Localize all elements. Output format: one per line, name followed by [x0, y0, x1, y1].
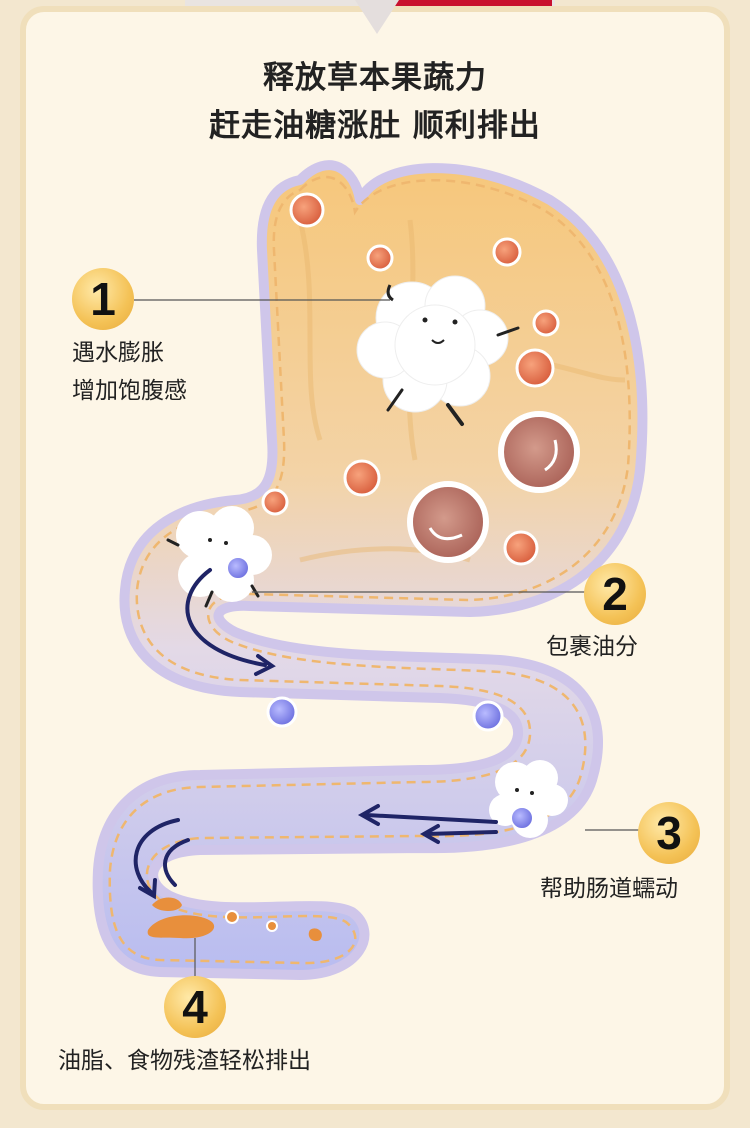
flow-arrows [133, 568, 498, 900]
step-3-number: 3 [638, 802, 700, 864]
tract-dashed-lining [108, 175, 631, 965]
fiber-cloud-character-small [489, 760, 568, 838]
step-2-text: 包裹油分 [546, 634, 638, 660]
step-3-text: 帮助肠道蠕动 [540, 876, 678, 902]
step-4-number: 4 [164, 976, 226, 1038]
waste-residue [147, 897, 322, 942]
heading-line-2: 赶走油糖涨肚 顺利排出 [209, 108, 541, 144]
fiber-cloud-character-medium [166, 506, 272, 608]
step-1-line-1: 遇水膨胀 [72, 340, 164, 366]
step-1-text: 遇水膨胀 增加饱腹感 [72, 334, 187, 410]
step-1-number: 1 [72, 268, 134, 330]
step-4-text: 油脂、食物残渣轻松排出 [58, 1048, 311, 1074]
fiber-cloud-character-large [356, 275, 520, 426]
fiber-bubbles [266, 696, 504, 732]
step-2-number: 2 [584, 563, 646, 625]
notch-pointer [355, 0, 399, 34]
fat-bubbles [261, 192, 580, 566]
step-1-line-2: 增加饱腹感 [72, 378, 187, 404]
top-banner-accent [392, 0, 552, 6]
heading-line-1: 释放草本果蔬力 [263, 60, 487, 96]
